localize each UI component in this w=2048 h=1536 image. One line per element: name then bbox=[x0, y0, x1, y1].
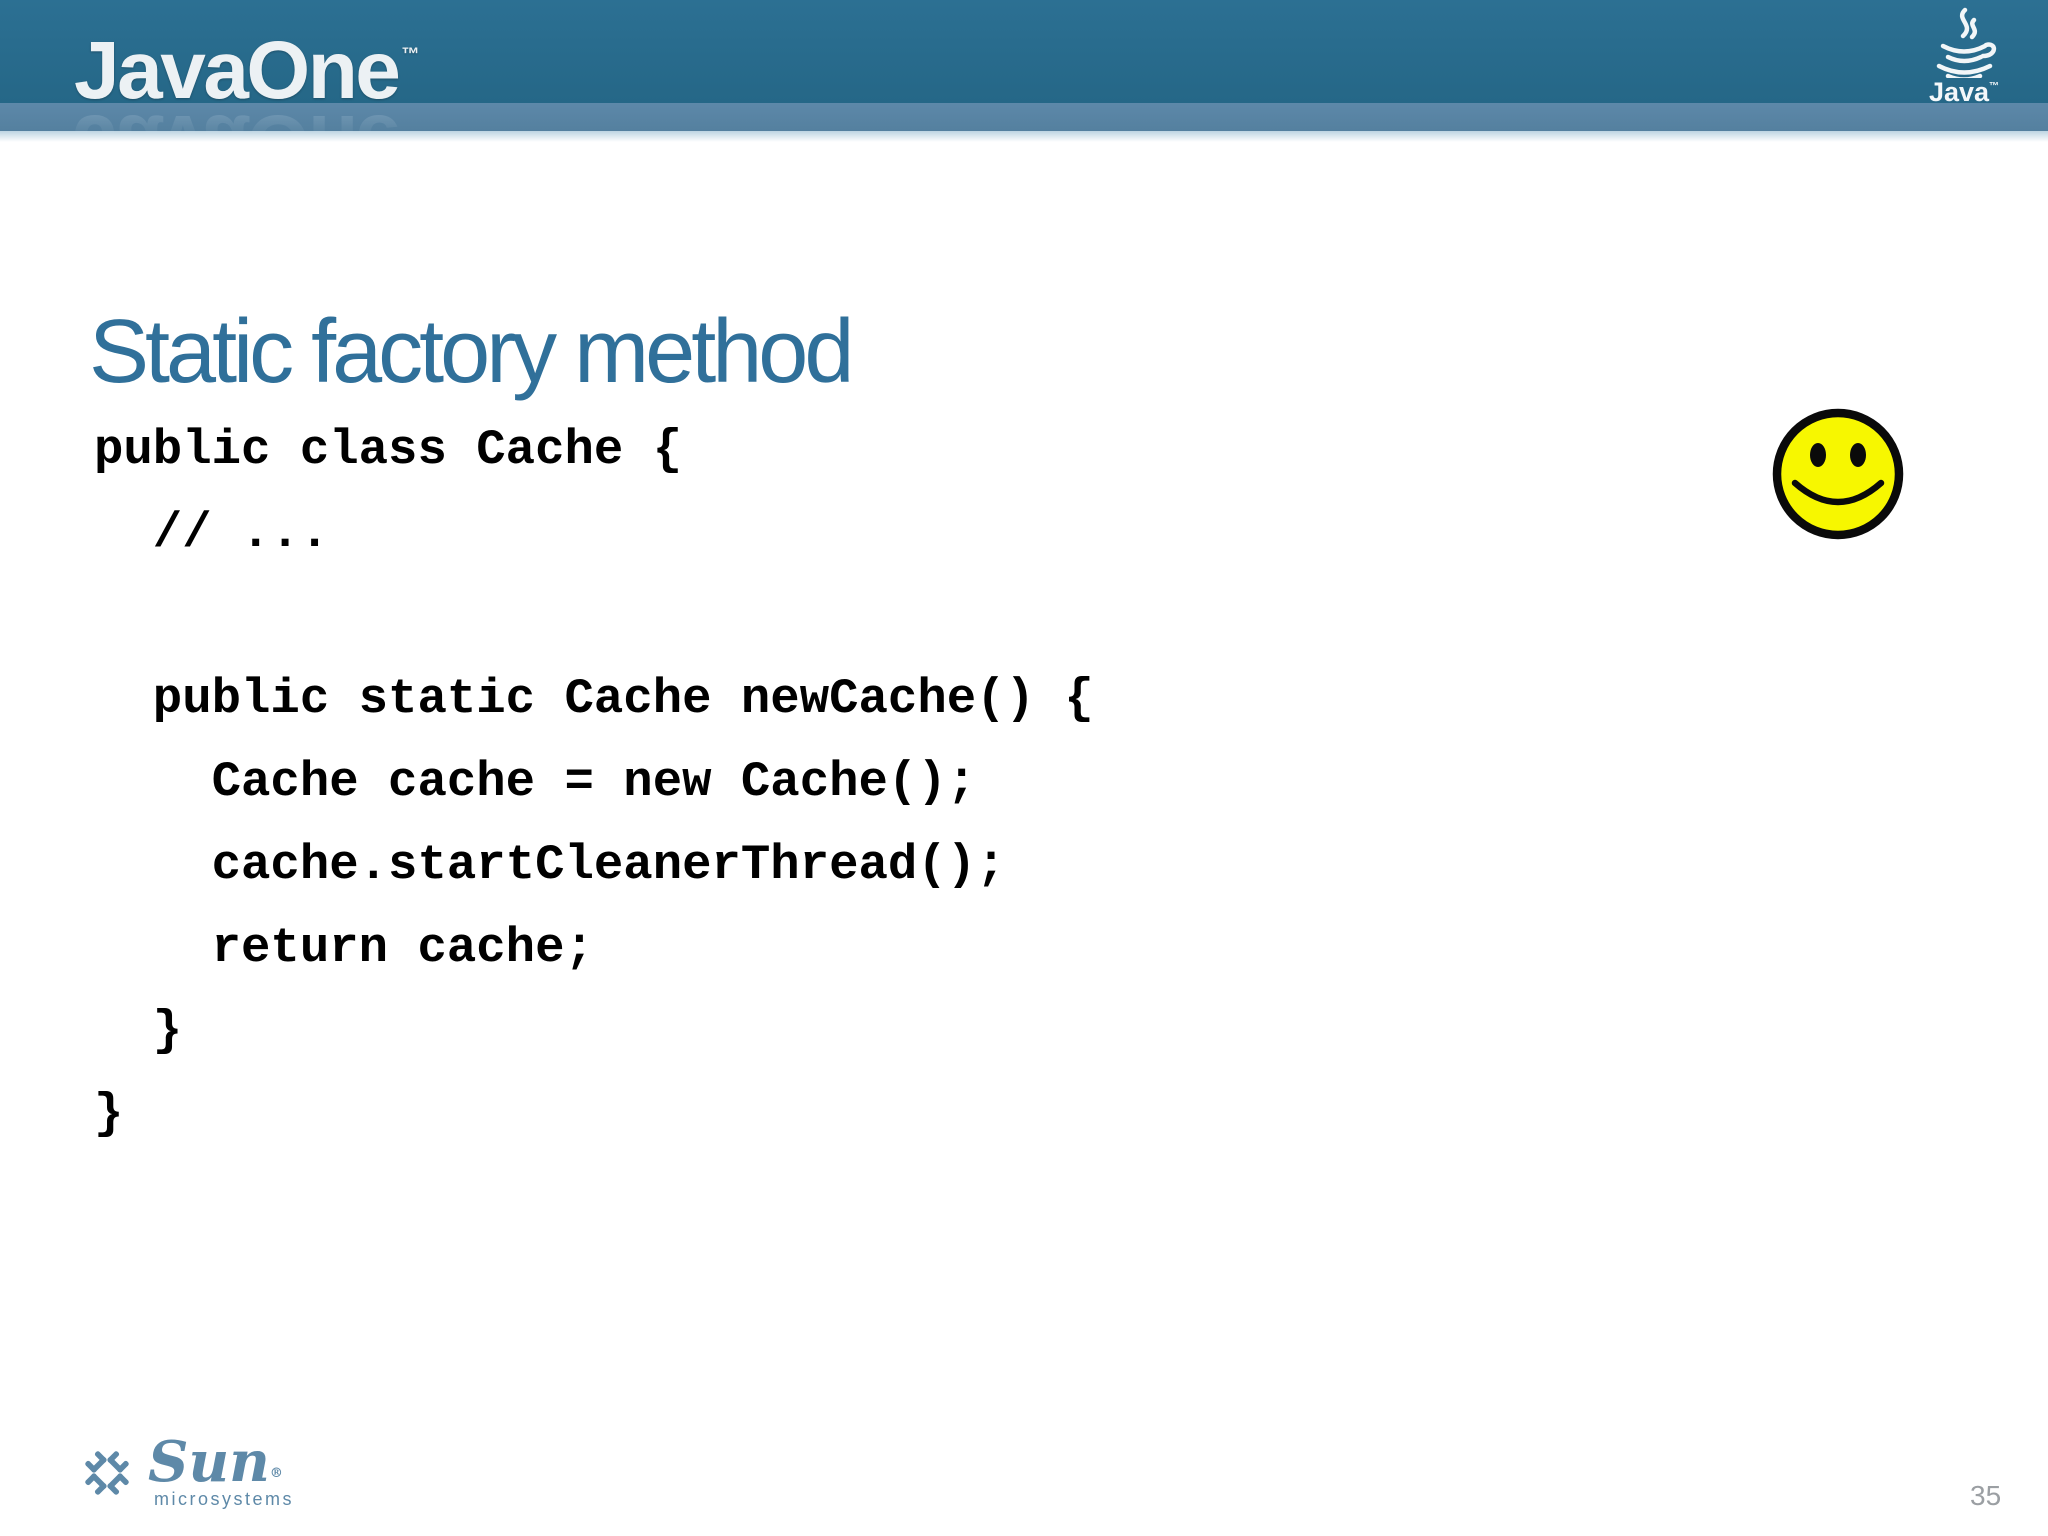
slide-title: Static factory method bbox=[89, 302, 854, 403]
sun-logo-name: Sun® bbox=[148, 1429, 283, 1495]
java-logo: Java™ bbox=[1922, 6, 2006, 106]
code-line: } bbox=[94, 1086, 124, 1142]
code-line: cache.startCleanerThread(); bbox=[94, 837, 1006, 893]
code-block: public class Cache { // ... public stati… bbox=[94, 409, 1094, 1156]
smiley-face-icon bbox=[1769, 405, 1907, 543]
sun-logo-subtitle: microsystems bbox=[154, 1489, 295, 1510]
header-bar-band bbox=[0, 103, 2048, 131]
header-bar-fade bbox=[0, 131, 2048, 142]
header-bar-dark bbox=[0, 0, 2048, 103]
java-trademark: ™ bbox=[1989, 81, 2000, 92]
code-line: public class Cache { bbox=[94, 422, 683, 478]
sun-microsystems-logo: Sun® microsystems bbox=[74, 1429, 295, 1510]
sun-logo-text-column: Sun® microsystems bbox=[148, 1429, 295, 1510]
smiley-left-eye bbox=[1810, 443, 1826, 467]
code-line: public static Cache newCache() { bbox=[94, 671, 1094, 727]
java-logo-label: Java™ bbox=[1928, 77, 2000, 107]
java-coffee-cup-icon bbox=[1936, 7, 1997, 78]
javaone-trademark: ™ bbox=[401, 44, 420, 64]
sun-diamond-logo-icon bbox=[85, 1451, 129, 1495]
sun-registered-mark: ® bbox=[269, 1466, 283, 1481]
smiley-face-circle bbox=[1772, 408, 1904, 540]
code-line: // ... bbox=[94, 505, 330, 561]
smiley-mouth bbox=[1791, 479, 1885, 506]
code-line: return cache; bbox=[94, 920, 594, 976]
code-line bbox=[94, 575, 1094, 658]
page-number: 35 bbox=[1970, 1480, 2002, 1511]
smiley-right-eye bbox=[1850, 443, 1866, 467]
javaone-logo-text: JavaOne bbox=[74, 25, 401, 116]
code-line: Cache cache = new Cache(); bbox=[94, 754, 977, 810]
code-line: } bbox=[94, 1003, 183, 1059]
